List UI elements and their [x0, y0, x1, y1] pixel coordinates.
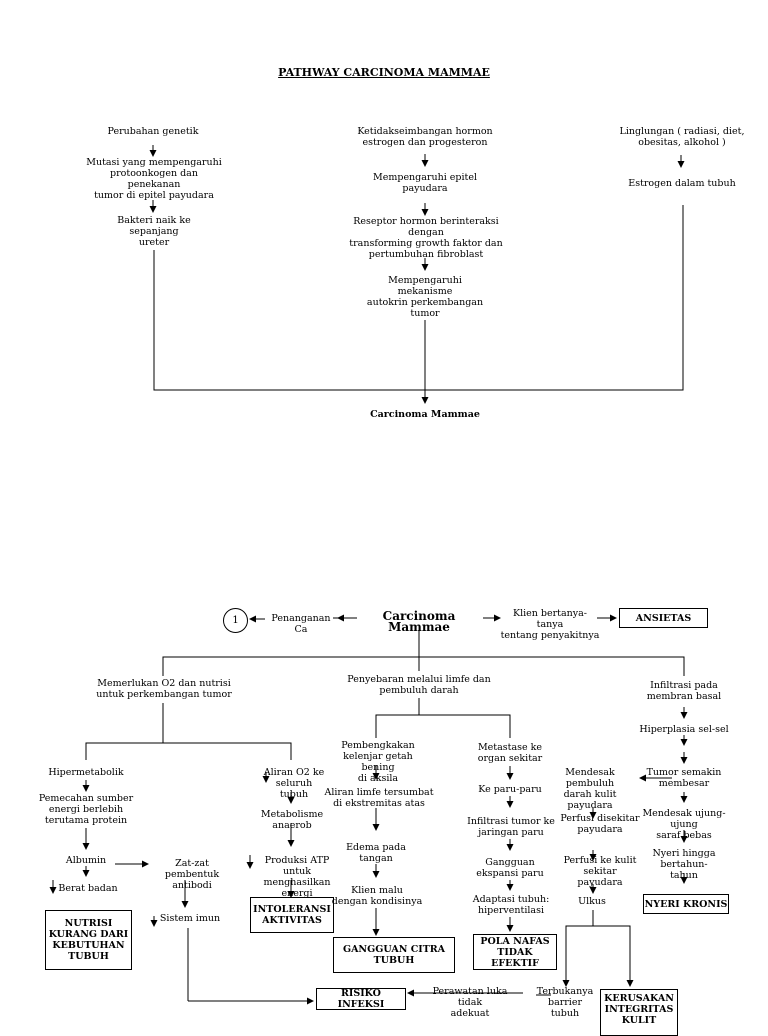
node-sistem-imun: Sistem imun — [159, 913, 221, 924]
node-albumin: Albumin — [65, 855, 107, 866]
diagnosis-intoleransi: INTOLERANSI AKTIVITAS — [250, 897, 334, 933]
node-berat-badan: Berat badan — [58, 883, 118, 894]
node-ulkus: Ulkus — [578, 896, 606, 907]
diagnosis-nutrisi: NUTRISI KURANG DARI KEBUTUHAN TUBUH — [45, 910, 132, 970]
circle-connector: 1 — [223, 608, 248, 633]
node-ketidakseimbangan: Ketidakseimbangan hormon estrogen dan pr… — [357, 126, 493, 148]
node-infiltrasi-tumor: Infiltrasi tumor ke jaringan paru — [467, 816, 555, 838]
node-mendesak-pembuluh: Mendesak pembuluh darah kulit payudara — [563, 767, 617, 811]
node-mutasi: Mutasi yang mempengaruhi protoonkogen da… — [86, 157, 222, 201]
node-autokrin: Mempengaruhi mekanisme autokrin perkemba… — [366, 275, 484, 319]
node-estrogen: Estrogen dalam tubuh — [628, 178, 736, 189]
node-produksi: Produksi ATP untuk menghasilkan energi — [263, 855, 331, 899]
node-pemecahan: Pemecahan sumber energi berlebih terutam… — [38, 793, 134, 826]
node-edema: Edema pada tangan — [346, 842, 406, 864]
node-tumor-membesar: Tumor semakin membesar — [646, 767, 722, 789]
node-metastase: Metastase ke organ sekitar — [477, 742, 543, 764]
node-memerlukan: Memerlukan O2 dan nutrisi untuk perkemba… — [96, 678, 232, 700]
node-nyeri-hingga: Nyeri hingga bertahun- tahun — [652, 848, 716, 881]
node-klien-bertanya: Klien bertanya-tanya tentang penyakitnya — [500, 608, 600, 641]
node-aliran-limfe: Aliran limfe tersumbat di ekstremitas at… — [324, 787, 434, 809]
node-klien-malu: Klien malu dengan kondisinya — [331, 885, 423, 907]
node-terbukanya: Terbukanya barrier tubuh — [536, 986, 594, 1019]
node-bakteri: Bakteri naik ke sepanjang ureter — [117, 215, 191, 248]
page-title: PATHWAY CARCINOMA MAMMAE — [278, 66, 490, 79]
node-pembengkakan: Pembengkakan kelenjar getah bening di ak… — [341, 740, 415, 784]
node-carcinoma-top: Carcinoma Mammae — [370, 409, 480, 420]
node-perubahan-genetik: Perubahan genetik — [107, 126, 199, 137]
node-penyebaran: Penyebaran melalui limfe dan pembuluh da… — [347, 674, 491, 696]
diagnosis-nyeri-kronis: NYERI KRONIS — [643, 894, 729, 914]
node-epitel: Mempengaruhi epitel payudara — [373, 172, 477, 194]
node-penanganan: Penanganan Ca — [271, 613, 331, 635]
node-adaptasi: Adaptasi tubuh: hiperventilasi — [472, 894, 550, 916]
diagnosis-citra-tubuh: GANGGUAN CITRA TUBUH — [333, 937, 455, 973]
node-linglungan: Linglungan ( radiasi, diet, obesitas, al… — [619, 126, 745, 148]
node-perfusi-sekitar: Perfusi disekitar payudara — [560, 813, 640, 835]
node-aliran-o2: Aliran O2 ke seluruh tubuh — [263, 767, 325, 800]
diagnosis-risiko-infeksi: RISIKO INFEKSI — [316, 988, 406, 1010]
node-perfusi-kulit: Perfusi ke kulit sekitar payudara — [563, 855, 637, 888]
node-perawatan: Perawatan luka tidak adekuat — [432, 986, 508, 1019]
node-hiperplasia: Hiperplasia sel-sel — [639, 724, 729, 735]
node-reseptor: Reseptor hormon berinteraksi dengan tran… — [349, 216, 503, 260]
diagnosis-ansietas: ANSIETAS — [619, 608, 708, 628]
node-mendesak-saraf: Mendesak ujung-ujung saraf bebas — [642, 808, 726, 841]
node-paru: Ke paru-paru — [478, 784, 542, 795]
diagnosis-pola-nafas: POLA NAFAS TIDAK EFEKTIF — [473, 934, 557, 970]
node-infiltrasi: Infiltrasi pada membran basal — [646, 680, 722, 702]
node-metabolisme: Metabolisme anaerob — [260, 809, 324, 831]
node-carcinoma-center: Carcinoma Mammae — [382, 609, 456, 634]
node-hipermetabolik: Hipermetabolik — [48, 767, 124, 778]
node-gangguan-ekspansi: Gangguan ekspansi paru — [476, 857, 544, 879]
diagnosis-kerusakan-integritas: KERUSAKAN INTEGRITAS KULIT — [600, 989, 678, 1036]
node-zat-pembentuk: Zat-zat pembentuk antibodi — [164, 858, 220, 891]
